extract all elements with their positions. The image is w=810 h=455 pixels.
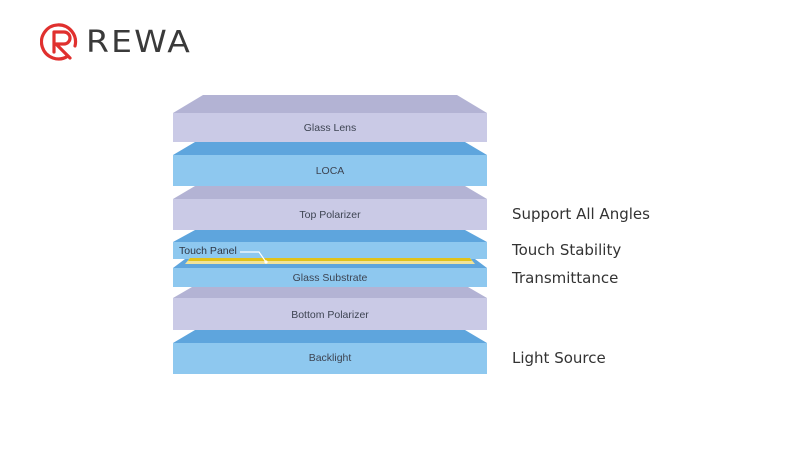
leader-dot [264,260,268,264]
feature-light-source: Light Source [512,349,606,367]
rewa-logo: REWA [40,22,190,62]
rewa-logo-icon [40,23,78,61]
label-glass-lens: Glass Lens [303,122,357,134]
touch-panel-leader-line [240,251,267,263]
label-loca: LOCA [315,165,345,177]
layer-touch-panel [173,230,487,259]
layer-bottom-polarizer [173,287,487,330]
label-backlight: Backlight [308,352,352,364]
label-bottom-polarizer: Bottom Polarizer [291,309,369,321]
feature-touch-stability: Touch Stability [512,241,622,259]
label-touch-panel: Touch Panel [179,245,237,257]
layer-glass-lens [173,95,487,142]
layer-top-polarizer [173,186,487,230]
feature-transmittance: Transmittance [512,269,619,287]
feature-support-all-angles: Support All Angles [512,205,650,223]
label-top-polarizer: Top Polarizer [299,209,361,221]
brand-name: REWA [86,25,192,60]
layer-loca [173,142,487,186]
layer-touch-sensor [185,258,475,264]
layer-backlight [173,330,487,374]
label-glass-substrate: Glass Substrate [292,272,368,284]
